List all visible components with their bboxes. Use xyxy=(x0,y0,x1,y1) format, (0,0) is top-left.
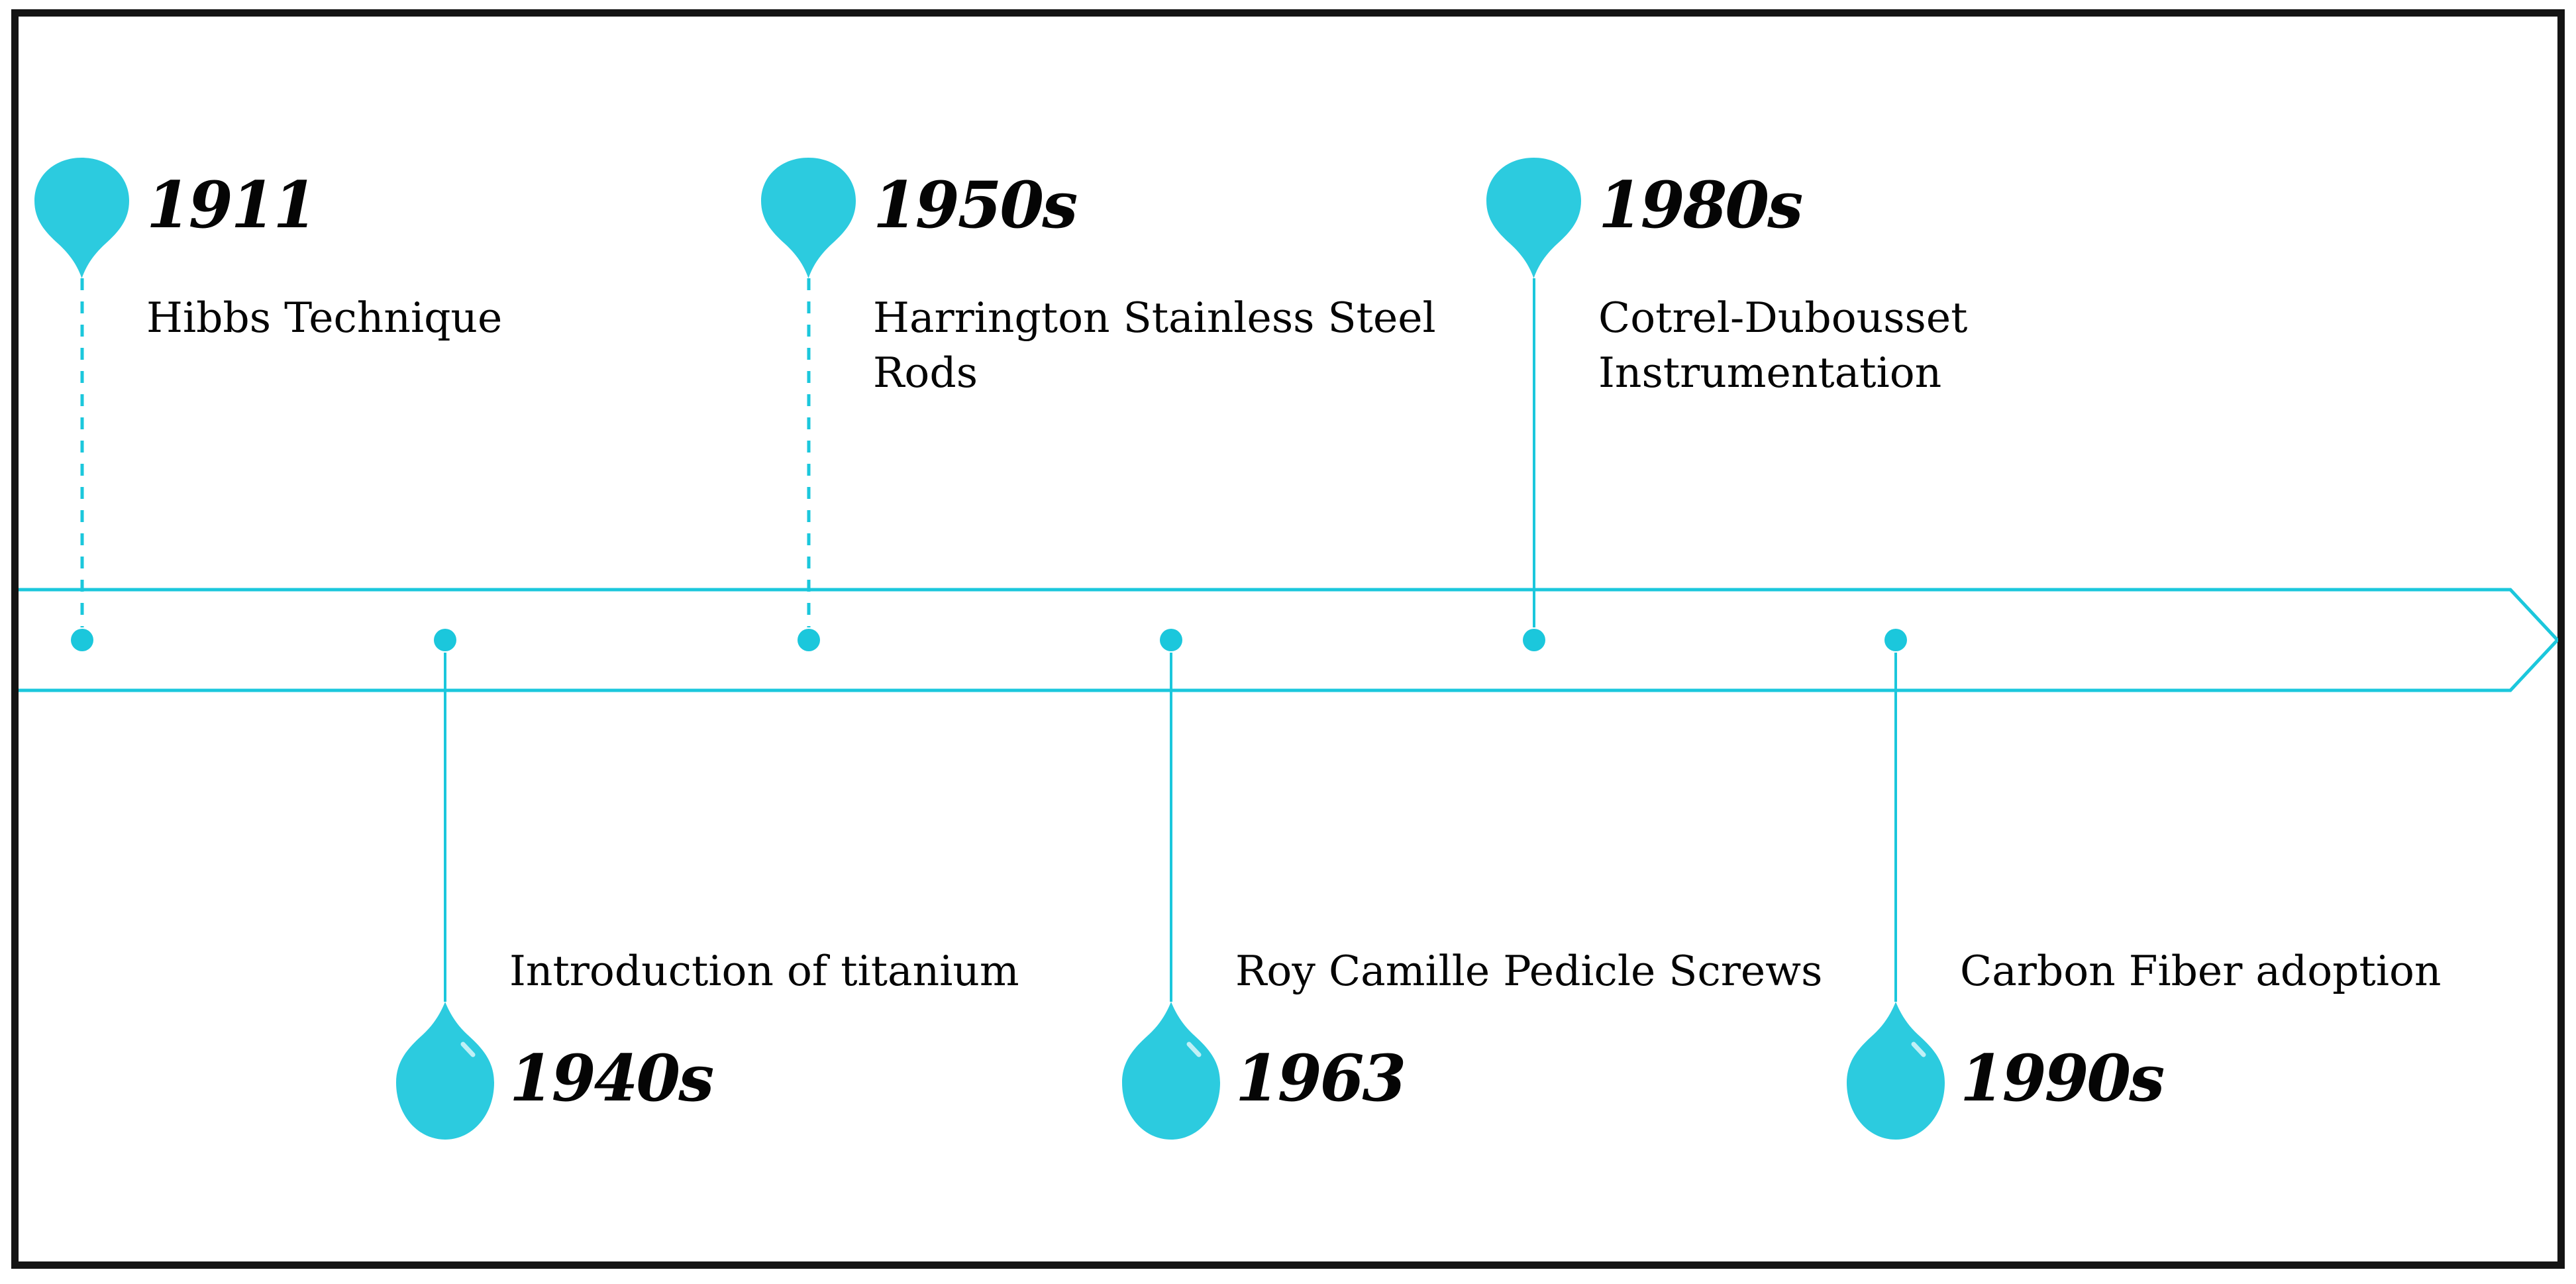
timeline-node-dot xyxy=(1523,629,1545,651)
connector-stem xyxy=(80,278,84,627)
event-title: Cotrel-Dubousset Instrumentation xyxy=(1598,294,1968,398)
connector-stem xyxy=(807,278,811,627)
timeline-arrow-outline xyxy=(19,588,2558,692)
event-title: Harrington Stainless Steel Rods xyxy=(873,294,1436,398)
connector-stem xyxy=(1170,653,1172,1002)
teardrop-marker-icon xyxy=(1847,1002,1945,1140)
timeline-node-dot xyxy=(71,629,93,651)
event-title: Carbon Fiber adoption xyxy=(1960,947,2442,995)
event-year-label: 1990s xyxy=(1960,1041,2165,1116)
timeline-node-dot xyxy=(798,629,820,651)
timeline-node-dot xyxy=(434,629,456,651)
connector-stem xyxy=(444,653,446,1002)
event-title: Roy Camille Pedicle Screws xyxy=(1235,947,1823,995)
event-year-label: 1980s xyxy=(1598,168,1803,242)
event-title: Introduction of titanium xyxy=(509,947,1019,995)
event-year-label: 1963 xyxy=(1235,1041,1406,1116)
event-title: Hibbs Technique xyxy=(146,294,503,342)
connector-stem xyxy=(1533,278,1535,627)
event-year-label: 1950s xyxy=(873,168,1078,242)
outer-border-frame xyxy=(11,9,2565,1269)
timeline-node-dot xyxy=(1160,629,1182,651)
teardrop-marker-icon xyxy=(1122,1002,1220,1140)
timeline-arrow-band xyxy=(19,588,2558,692)
timeline-node-dot xyxy=(1884,629,1907,651)
event-year-label: 1911 xyxy=(146,168,317,242)
event-year-label: 1940s xyxy=(509,1041,714,1116)
teardrop-marker-icon xyxy=(396,1002,494,1140)
connector-stem xyxy=(1894,653,1897,1002)
balloon-marker-icon xyxy=(761,158,856,278)
balloon-marker-icon xyxy=(34,158,129,278)
balloon-marker-icon xyxy=(1486,158,1581,278)
